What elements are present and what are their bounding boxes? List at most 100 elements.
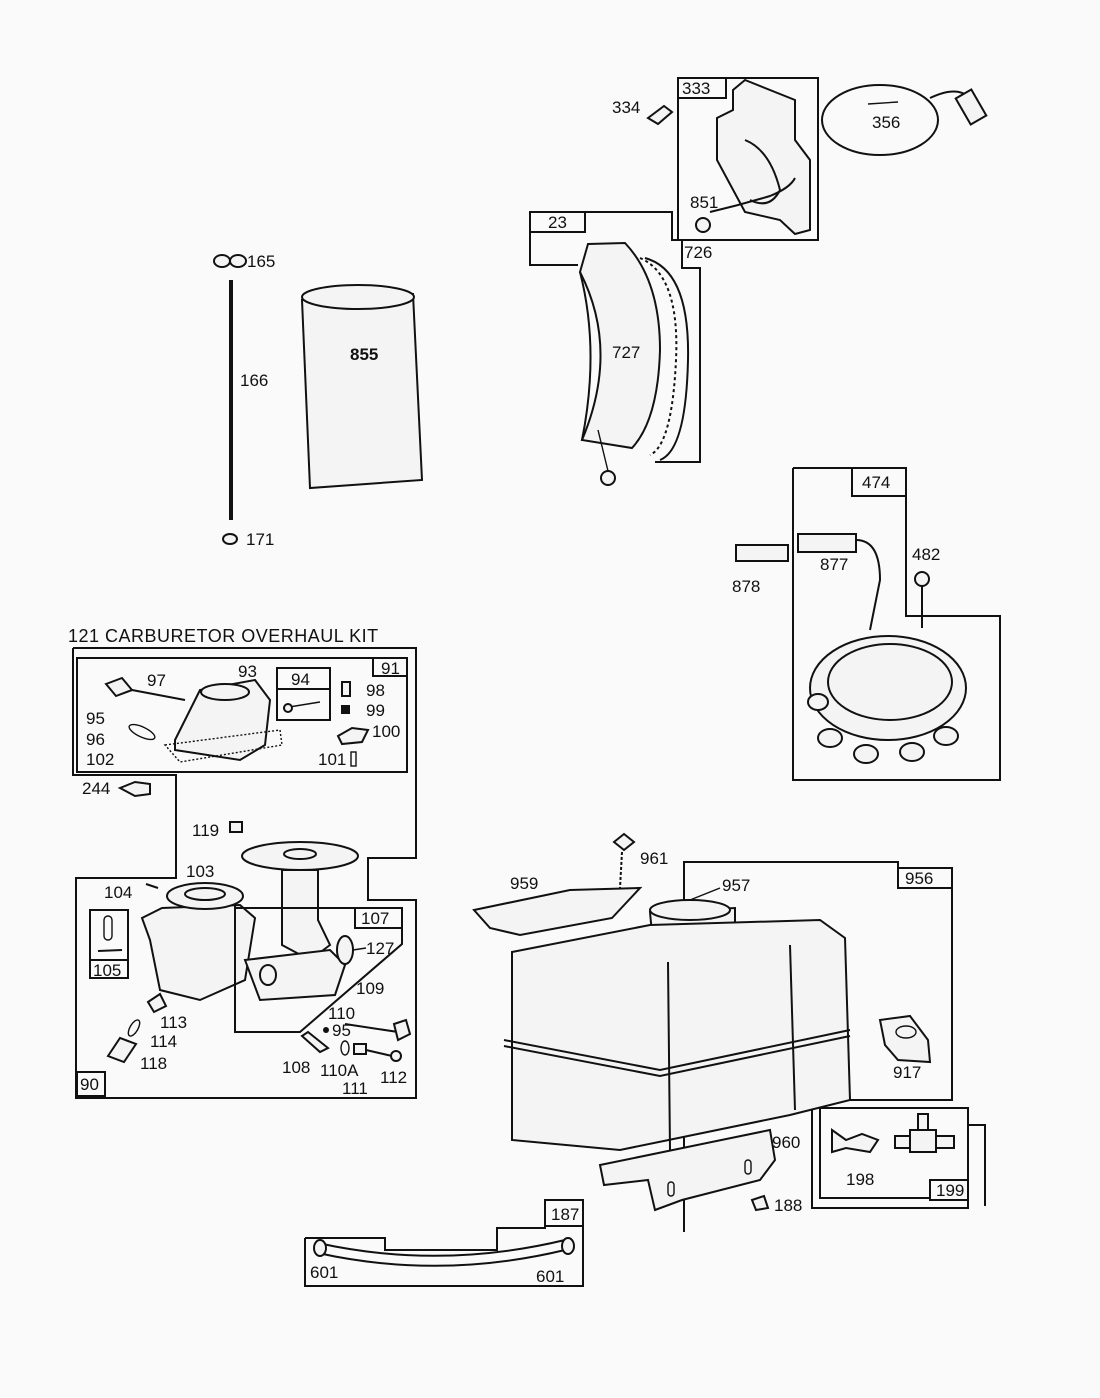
fuel-tank-icon [511,918,852,1152]
tank-seam-icon [503,1029,851,1072]
part-label-601a: 601 [310,1263,338,1282]
clip-917-icon [878,1014,932,1064]
part-label-171: 171 [246,530,274,549]
connector-878-icon [735,544,789,562]
stator-coil-icon-e [807,693,829,711]
float-bowl-icon [140,903,257,1002]
group-tag-23 [529,211,586,233]
shutoff-valve-stem-icon [917,1113,929,1131]
part-label-878: 878 [732,577,760,596]
washer-110a-icon [340,1040,350,1056]
flywheel-key-leader [597,429,609,472]
carburetor-group: 121 CARBURETOR OVERHAUL KIT 91 94 97 93 … [68,626,417,1099]
jet-113-icon [146,992,168,1014]
float-hinge-icon [97,949,123,952]
part-label-111: 111 [342,1079,368,1098]
group-box-23-right [530,211,701,463]
armature-core-icon [744,139,782,205]
carburetor-lower-body-icon [243,948,347,1002]
part-label-110: 110 [328,1004,355,1023]
hose-clamp-left-icon [313,1239,327,1257]
fuel-cap-top-icon [649,899,731,921]
intake-flange-icon [241,841,359,871]
fuel-tank-group: 956 961 959 957 960 188 917 19 [472,832,986,1232]
part-label-166: 166 [240,371,268,390]
part-label-188: 188 [774,1196,802,1215]
bolt-icon [914,571,930,587]
part-label-109: 109 [356,979,384,998]
screw-188-icon [750,1194,770,1212]
part-label-127: 127 [366,939,394,958]
group-tag-199 [929,1179,969,1201]
group-box-956 [683,861,986,1232]
tank-edge-icon [667,961,671,1151]
stator-icon [809,635,967,741]
pin-104-icon [145,883,159,889]
part-label-726: 726 [684,243,712,262]
part-label-99: 99 [366,701,385,720]
tank-seam-lower-icon [503,1035,851,1078]
group-label-94: 94 [291,670,310,689]
bracket-slot-a-icon [667,1181,675,1197]
group-box-333 [677,77,819,241]
ground-wire-icon [821,84,939,156]
carburetor-flange-icon [200,683,250,701]
fuel-screw-118-icon [106,1036,138,1064]
wire-arrow-icon [867,101,899,105]
spring-961-icon [619,851,623,889]
group-tag-956 [897,867,953,889]
part-label-957: 957 [722,876,750,895]
primer-bulb-icon [336,935,354,965]
tank-edge-right-icon [789,944,796,1111]
part-label-961: 961 [640,849,668,868]
ring-gear-icon [644,257,690,461]
stator-coil-icon-c [899,742,925,762]
filter-sleeve-top-icon [301,284,415,310]
choke-lever-icon [104,676,134,698]
o-ring-114-icon [127,1019,141,1037]
screw-112-icon [365,1049,393,1057]
throttle-lever-icon [336,726,370,746]
part-label-877: 877 [820,555,848,574]
intake-port-icon [283,848,317,860]
needle-seat-icon [283,703,293,713]
wire-connector-icon [954,88,988,126]
group-tag-474 [851,467,907,497]
flywheel-icon [578,241,662,450]
screw-112-head-icon [390,1050,402,1062]
group-tag-91 [372,657,408,677]
group-label-333: 333 [682,79,710,98]
part-label-119: 119 [192,821,219,840]
group-label-474: 474 [862,473,890,492]
screw-961-icon [612,832,636,852]
pin-101-icon [350,751,357,767]
throttle-plate-108-icon [300,1030,330,1054]
float-pin-icon [103,915,113,941]
ground-terminal-icon [695,217,711,233]
tank-bracket-960-icon [598,1128,777,1212]
part-label-165: 165 [247,252,275,271]
spring-99-icon [341,705,350,714]
clip-hole-icon [895,1025,917,1039]
group-label-107: 107 [361,909,389,928]
group-box-105 [89,909,129,979]
wing-nut-icon [213,254,231,268]
connector-877-icon [797,533,857,553]
part-label-96: 96 [86,730,105,749]
part-label-110A: 110A [320,1061,359,1080]
group-box-94 [276,667,331,721]
stud-icon [229,280,233,520]
alternator-wire-icon [855,539,882,631]
stator-coil-icon-d [933,726,959,746]
part-label-97: 97 [147,671,166,690]
gasket-icon [163,729,283,763]
part-label-960: 960 [772,1133,800,1152]
part-label-100: 100 [372,722,400,741]
screw-119-icon [229,821,243,833]
group-label-91: 91 [381,659,400,678]
filter-fitting-198-icon [831,1128,880,1154]
part-label-98: 98 [366,681,385,700]
part-label-95a: 95 [86,709,105,728]
leader-957 [689,887,721,901]
